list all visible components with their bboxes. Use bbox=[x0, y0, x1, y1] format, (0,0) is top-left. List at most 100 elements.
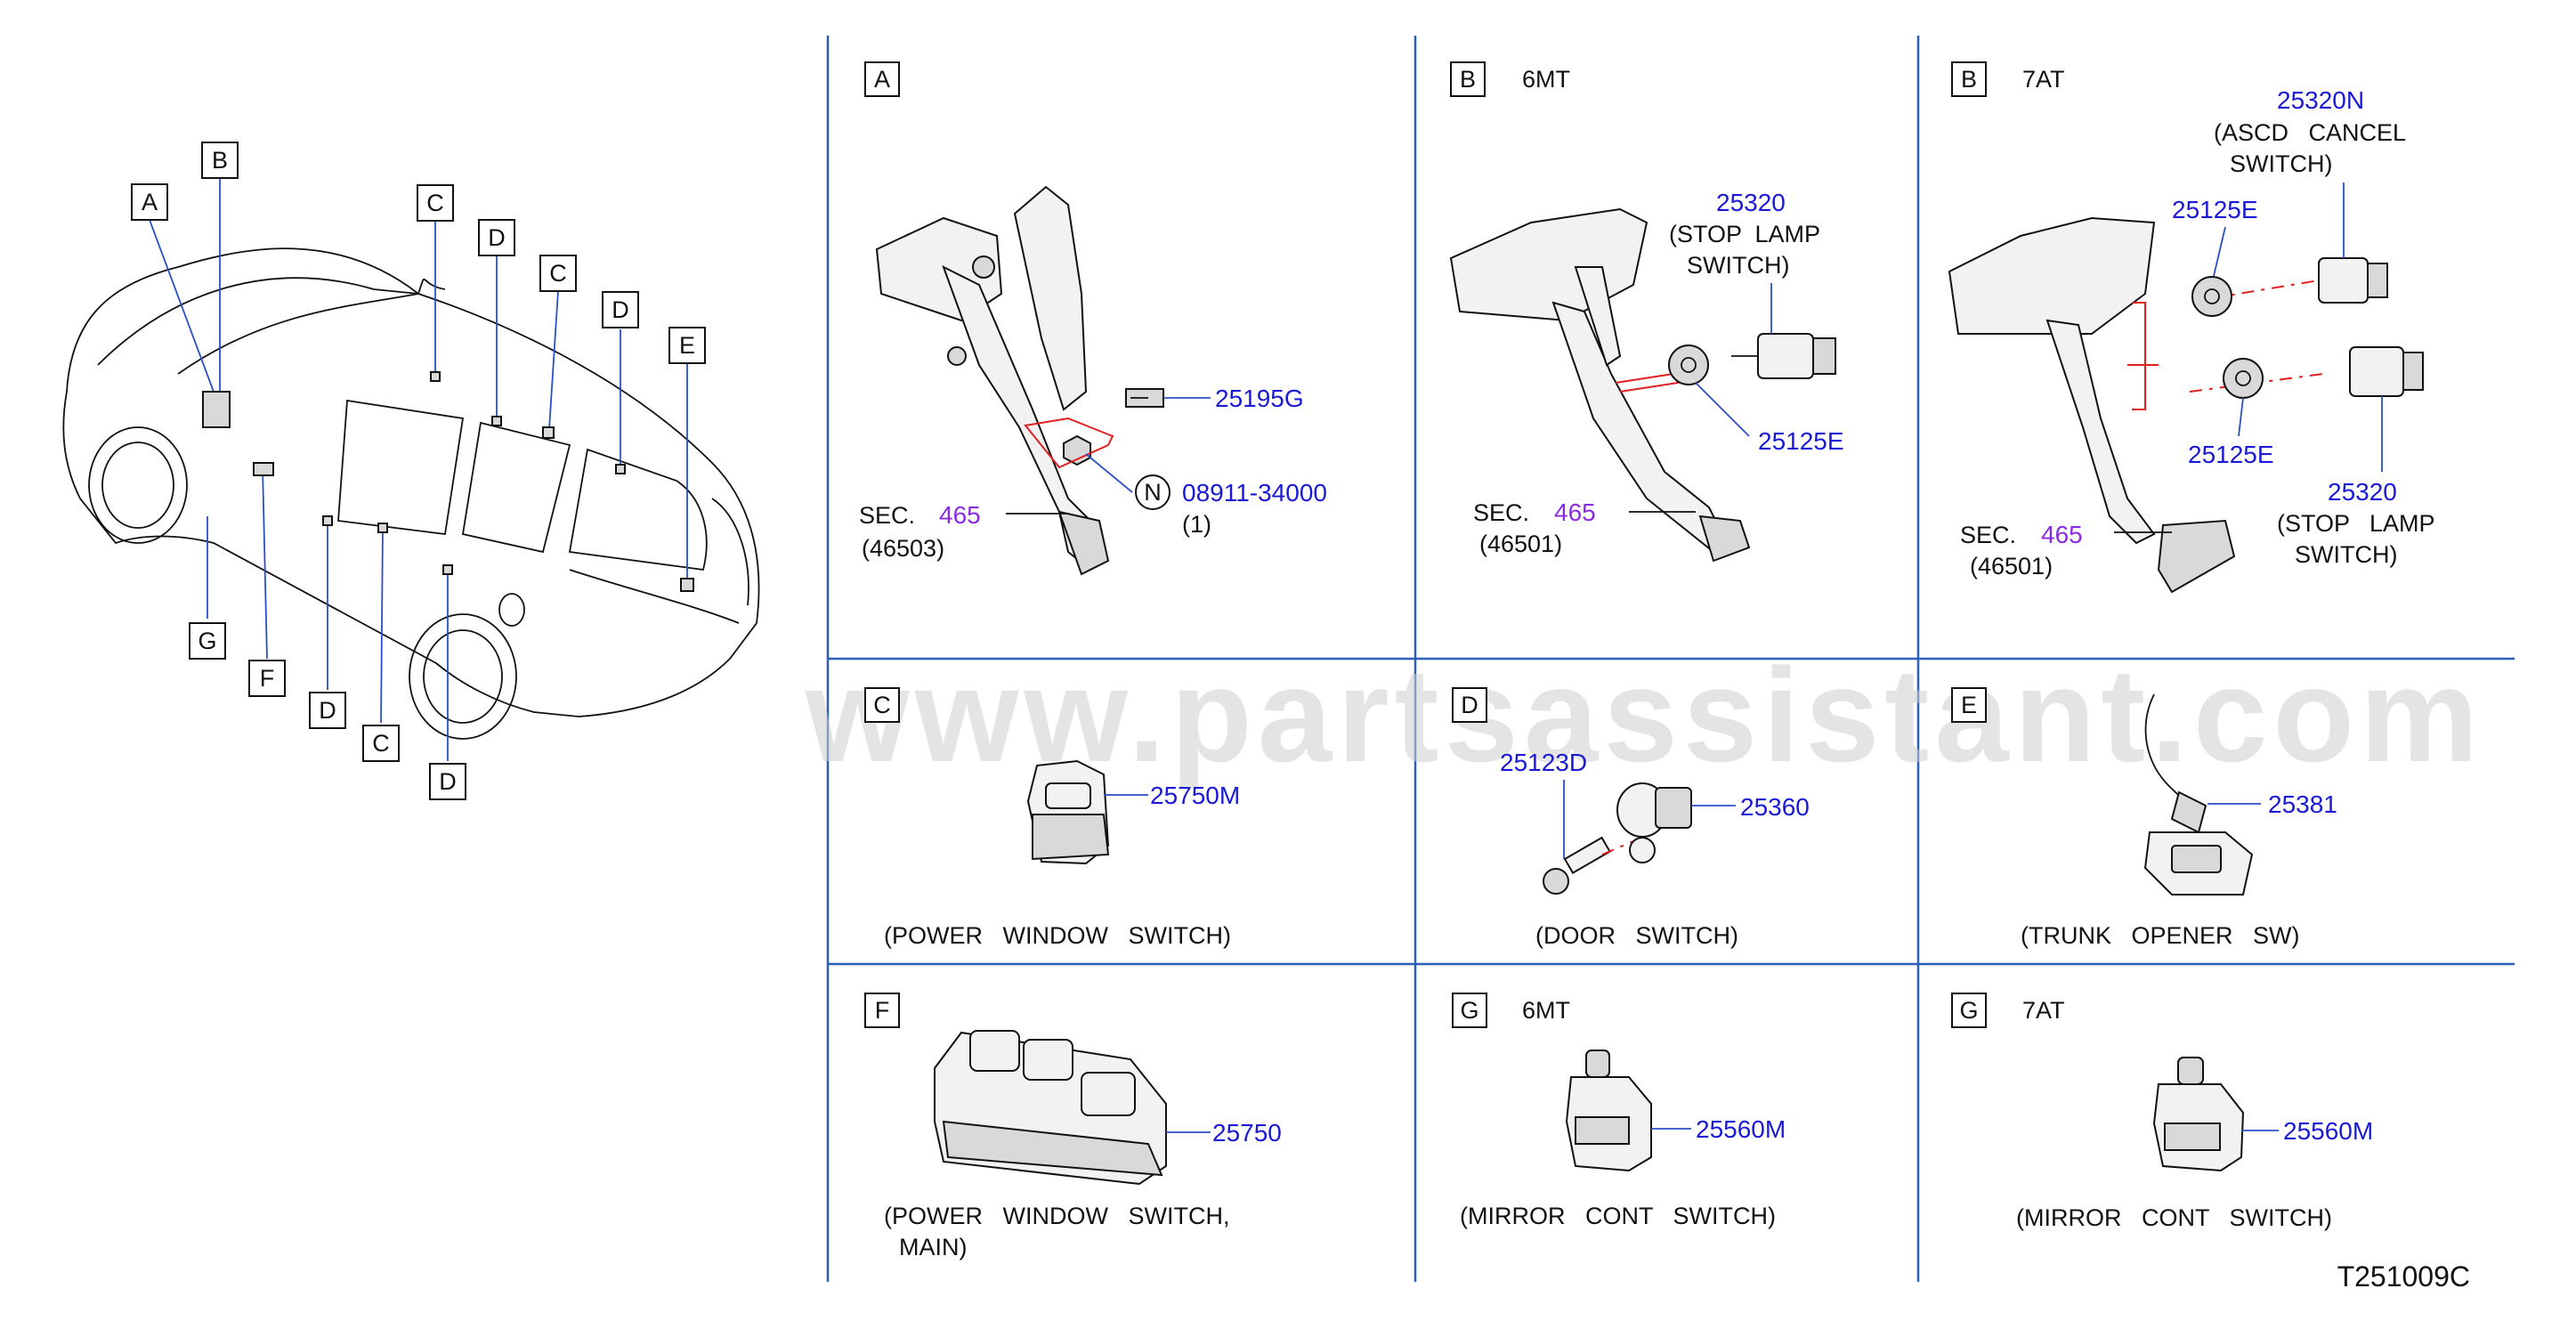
panel-e: E 25381 (TRUNK OPENER SW) bbox=[1951, 687, 2337, 949]
overview-label-c1: C bbox=[417, 184, 454, 222]
part-25750: 25750 bbox=[1212, 1119, 1282, 1147]
panel-c-letter: C bbox=[873, 692, 891, 718]
switch-25320n-b7 bbox=[2318, 257, 2388, 304]
svg-text:C: C bbox=[372, 730, 390, 757]
vehicle-overview: A B C D C D E G bbox=[62, 142, 760, 800]
panel-f-letter: F bbox=[875, 997, 890, 1024]
part-25320-desc2-b6: SWITCH) bbox=[1687, 252, 1789, 279]
overview-label-a: A bbox=[131, 183, 168, 221]
pedal-assembly-b6 bbox=[1449, 207, 1751, 563]
overview-label-d3: D bbox=[309, 692, 346, 729]
caption-g6: (MIRROR CONT SWITCH) bbox=[1460, 1203, 1776, 1229]
part-25560m-g6: 25560M bbox=[1696, 1115, 1786, 1143]
svg-text:C: C bbox=[426, 190, 444, 216]
overview-label-b: B bbox=[201, 142, 239, 179]
part-25125e-b7-top: 25125E bbox=[2172, 196, 2258, 223]
overview-label-f: F bbox=[248, 660, 286, 697]
trunk-opener-25381 bbox=[2143, 693, 2254, 896]
svg-text:D: D bbox=[612, 296, 629, 323]
panel-g7-letter: G bbox=[1959, 997, 1978, 1024]
panel-g6-letter: G bbox=[1460, 997, 1478, 1024]
part-25560m-g7: 25560M bbox=[2283, 1117, 2373, 1145]
caption-e: (TRUNK OPENER SW) bbox=[2021, 922, 2300, 949]
part-25320-desc1-b7: (STOP LAMP bbox=[2277, 510, 2435, 537]
switch-25320-b6 bbox=[1731, 333, 1836, 379]
nut-marker: N bbox=[1144, 479, 1162, 506]
caption-f-line1: (POWER WINDOW SWITCH, bbox=[884, 1203, 1229, 1229]
pedal-assembly-a bbox=[875, 185, 1110, 576]
part-25381: 25381 bbox=[2268, 790, 2337, 818]
sec-label-b6: SEC. bbox=[1473, 499, 1529, 526]
part-25125e-b6: 25125E bbox=[1758, 427, 1844, 455]
overview-label-d1: D bbox=[478, 219, 515, 256]
panel-g-6mt: G 6MT 25560M (MIRROR CONT SWITCH) bbox=[1452, 993, 1786, 1229]
panel-b6-letter: B bbox=[1460, 66, 1476, 93]
part-25320n-desc2-b7: SWITCH) bbox=[2230, 150, 2332, 177]
panel-d: D 25123D 25360 (DOOR SWITCH) bbox=[1452, 687, 1810, 949]
power-window-switch-c bbox=[1026, 759, 1110, 865]
svg-text:D: D bbox=[488, 224, 506, 251]
main-window-switch-f bbox=[934, 1030, 1167, 1186]
part-08911-34000: 08911-34000 bbox=[1182, 479, 1327, 507]
overview-label-d4: D bbox=[429, 763, 466, 800]
screw-25123d bbox=[1543, 836, 1611, 895]
svg-text:C: C bbox=[549, 260, 567, 287]
svg-text:B: B bbox=[212, 147, 228, 174]
panel-c: C 25750M (POWER WINDOW SWITCH) bbox=[864, 687, 1240, 949]
sec-label-a: SEC. bbox=[859, 502, 915, 529]
panel-d-letter: D bbox=[1461, 692, 1478, 718]
panel-a: A 25195G N 08911-34000 (1) SEC. 465 (465… bbox=[859, 61, 1327, 576]
panel-b-7at: B 7AT 25320N (ASCD CANCEL SWITCH) bbox=[1948, 61, 2435, 594]
part-25320-b7: 25320 bbox=[2328, 478, 2397, 506]
mirror-switch-g6 bbox=[1565, 1050, 1652, 1172]
mirror-switch-g7 bbox=[2152, 1057, 2245, 1172]
sec-ref-b6: (46501) bbox=[1479, 531, 1562, 557]
panel-g7-variant: 7AT bbox=[2022, 997, 2065, 1024]
nut-25125e-b7-bottom bbox=[2223, 358, 2264, 399]
pedal-assembly-b7 bbox=[1948, 216, 2236, 594]
sec-num-b7: 465 bbox=[2041, 521, 2083, 548]
overview-marks bbox=[202, 371, 694, 592]
overview-label-c3: C bbox=[362, 725, 400, 762]
panel-f: F 25750 (POWER WINDOW SWITCH, MAIN) bbox=[864, 993, 1282, 1260]
panel-g6-variant: 6MT bbox=[1522, 997, 1570, 1024]
sec-num-b6: 465 bbox=[1554, 498, 1596, 526]
car-outline bbox=[62, 247, 760, 740]
panel-b7-variant: 7AT bbox=[2022, 66, 2065, 93]
panel-a-letter: A bbox=[874, 66, 890, 93]
overview-label-d2: D bbox=[602, 291, 639, 328]
bolt-25195g bbox=[1125, 388, 1164, 408]
caption-f-line2: MAIN) bbox=[899, 1234, 968, 1260]
panel-e-letter: E bbox=[1961, 692, 1977, 718]
nut-08911 bbox=[1063, 434, 1091, 466]
panel-b7-letter: B bbox=[1961, 66, 1977, 93]
part-25320-b6: 25320 bbox=[1716, 189, 1786, 216]
caption-c: (POWER WINDOW SWITCH) bbox=[884, 922, 1231, 949]
sec-ref-a: (46503) bbox=[862, 535, 944, 562]
part-25320-desc1-b6: (STOP LAMP bbox=[1669, 221, 1820, 247]
overview-callouts bbox=[149, 178, 688, 761]
nut-25125e-b7-top bbox=[2191, 276, 2232, 317]
part-25320n-b7: 25320N bbox=[2277, 86, 2364, 114]
svg-text:A: A bbox=[142, 189, 158, 215]
part-25360: 25360 bbox=[1740, 793, 1810, 821]
panel-grid bbox=[826, 36, 2515, 1282]
panel-b-6mt: B 6MT 25320 (STOP LAMP SWITCH) 25125E SE… bbox=[1449, 61, 1844, 563]
panel-b6-variant: 6MT bbox=[1522, 66, 1570, 93]
overview-label-c2: C bbox=[539, 255, 577, 292]
svg-text:F: F bbox=[260, 665, 275, 692]
part-25123d: 25123D bbox=[1500, 749, 1587, 776]
part-08911-qty: (1) bbox=[1182, 511, 1211, 538]
svg-text:D: D bbox=[319, 697, 336, 724]
part-25320n-desc1-b7: (ASCD CANCEL bbox=[2214, 119, 2406, 146]
overview-label-g: G bbox=[189, 622, 226, 660]
diagram-code: T251009C bbox=[2337, 1260, 2470, 1293]
nut-25125e-b6 bbox=[1668, 344, 1709, 385]
svg-text:G: G bbox=[198, 628, 216, 654]
door-switch-25360 bbox=[1616, 782, 1692, 863]
caption-d: (DOOR SWITCH) bbox=[1535, 922, 1738, 949]
overview-label-e: E bbox=[668, 327, 706, 364]
panel-g-7at: G 7AT 25560M (MIRROR CONT SWITCH) bbox=[1951, 993, 2373, 1231]
sec-label-b7: SEC. bbox=[1960, 522, 2016, 548]
